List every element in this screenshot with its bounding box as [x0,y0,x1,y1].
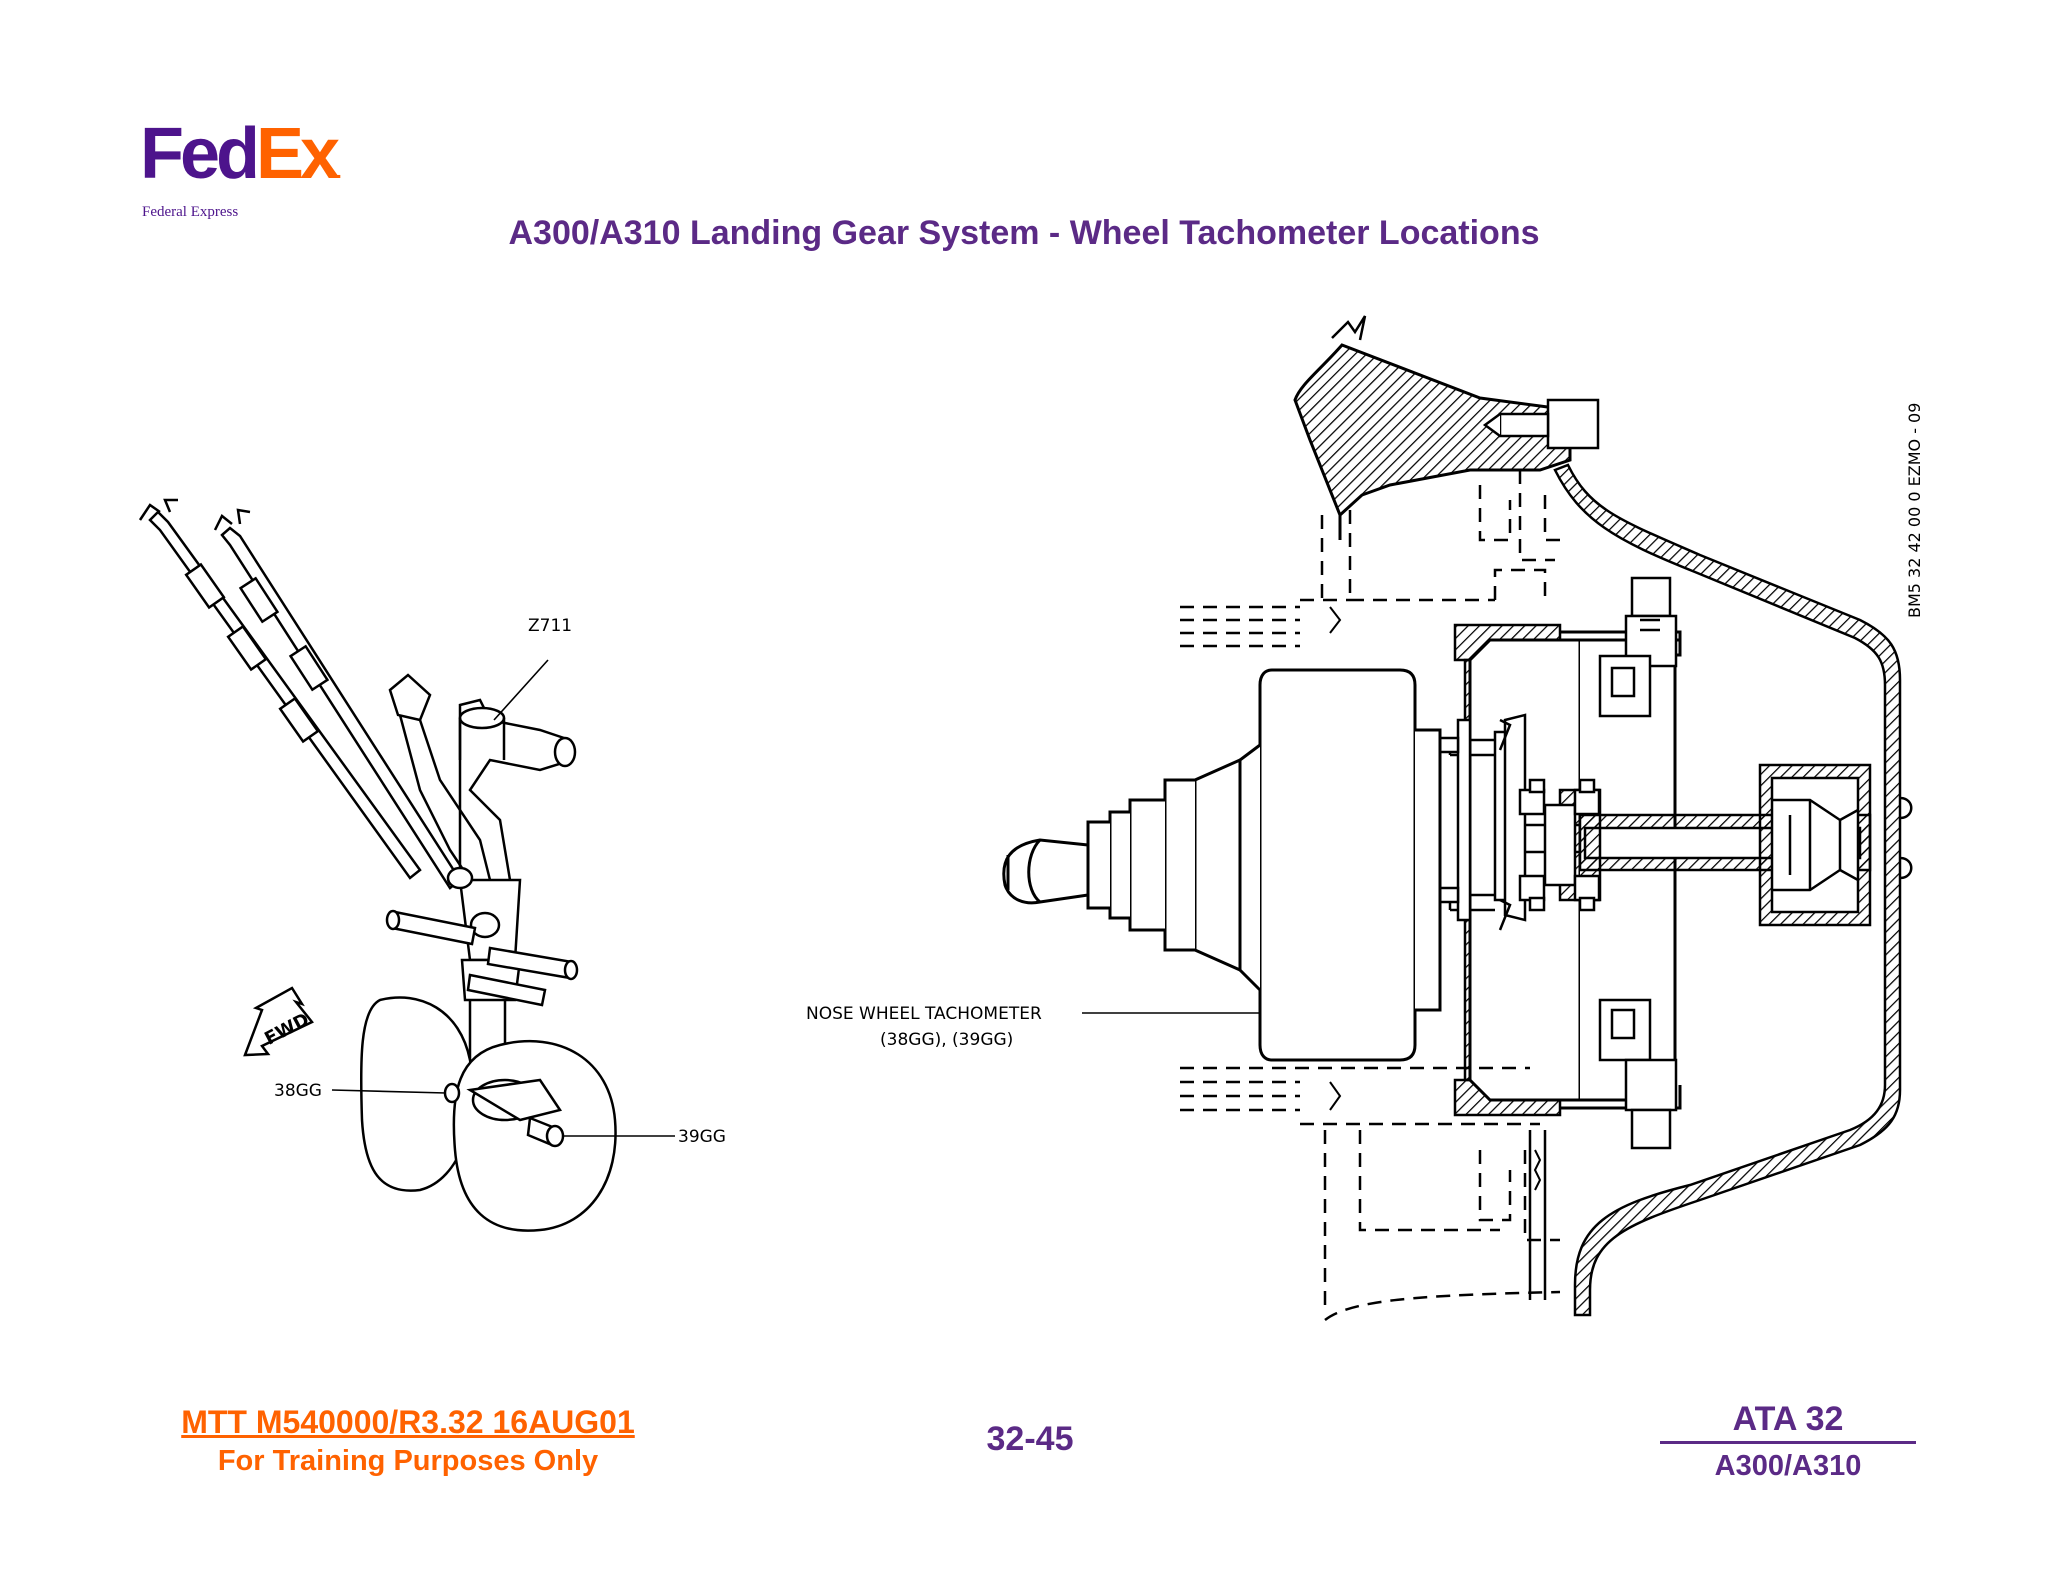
logo-subtitle: Federal Express [142,204,239,220]
dashed-wheel-outline-bottom [1180,1066,1561,1321]
hub-cap-shell [1553,463,1902,1317]
dashed-wheel-outline-top [1180,470,1560,648]
footer-training-note: For Training Purposes Only [217,1445,599,1477]
logo-fed: Fed [140,114,260,194]
label-38gg: 38GG [274,1081,322,1101]
drag-strut-right [213,508,462,890]
label-drawing-ref: BM5 32 42 00 0 EZMO - 09 [1905,403,1924,618]
label-z711: Z711 [528,616,572,636]
footer-aircraft: A300/A310 [1714,1450,1862,1482]
label-39gg: 39GG [678,1127,726,1147]
footer-reference: MTT M540000/R3.32 16AUG01 [181,1404,635,1440]
page-title: A300/A310 Landing Gear System - Wheel Ta… [508,214,1540,252]
footer-ata-chapter: ATA 32 [1660,1400,1916,1444]
page-number: 32-45 [986,1420,1074,1458]
footer-right: ATA 32 A300/A310 [1660,1400,1916,1483]
label-tachometer-ids: (38GG), (39GG) [880,1030,1013,1050]
logo-ex: Ex [256,114,340,194]
steering-pins [385,909,579,1007]
tacho-bracket [1438,718,1512,931]
nose-gear-illustration [138,498,617,1232]
lower-stud-assembly [1598,998,1678,1150]
drive-shaft [1448,713,1872,927]
left-callouts [331,659,675,1137]
fedex-logo: FedEx. Federal Express [140,118,380,220]
tachometer-cross-section [1002,315,1913,1321]
upper-stud-assembly [1598,576,1678,718]
wheel-left [359,996,474,1192]
label-nose-wheel-tachometer: NOSE WHEEL TACHOMETER [806,1004,1042,1024]
tachometer-cap-left [443,1082,461,1104]
top-bolt [1482,398,1600,450]
drag-strut-left [138,498,422,880]
axle-section-top [1293,315,1572,540]
tachometer-connector [1002,810,1130,920]
fwd-arrow: FWD [243,986,314,1057]
footer-left: MTT M540000/R3.32 16AUG01 For Training P… [148,1404,668,1478]
tachometer-body [1128,668,1442,1062]
